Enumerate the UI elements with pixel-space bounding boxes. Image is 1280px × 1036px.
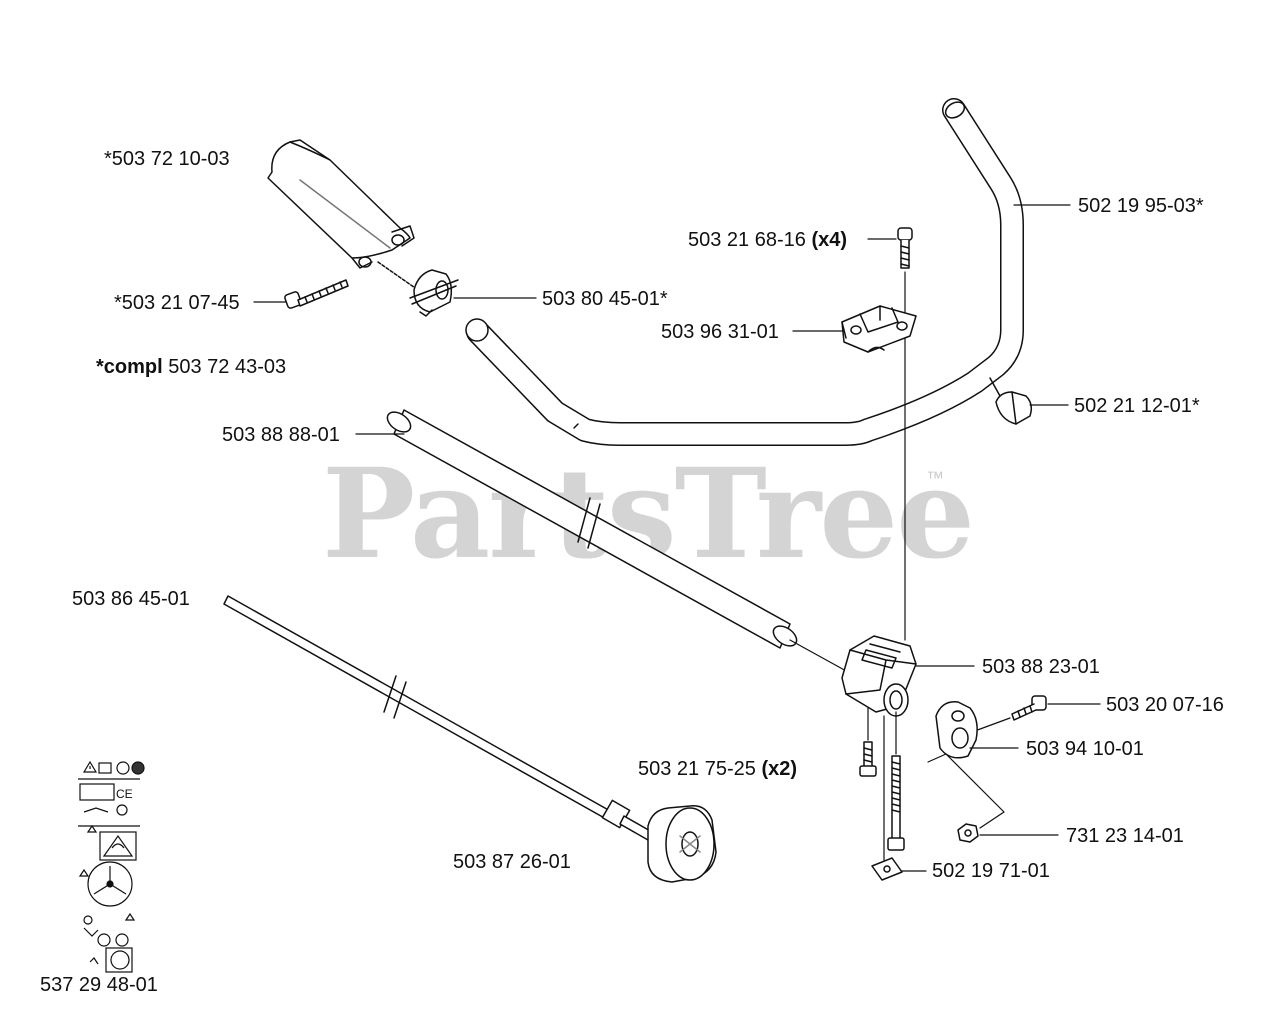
operator-distance-icon [83, 912, 136, 947]
loop-handle[interactable] [461, 98, 1024, 446]
label-square-nut: 502 19 71-01 [932, 860, 1050, 882]
label-handle-bracket: 503 96 31-01 [661, 321, 779, 343]
shaft-tube[interactable] [384, 408, 849, 673]
speed-icon [89, 947, 133, 973]
ce-mark-icon: CE [79, 783, 133, 816]
label-handle-kit: *compl 503 72 43-03 [96, 356, 286, 378]
label-bolt-side: 503 20 07-16 [1106, 694, 1224, 716]
label-decal-sheet: 537 29 48-01 [40, 974, 158, 996]
drive-shaft[interactable] [223, 595, 653, 841]
label-clamp: 503 80 45-01* [542, 288, 668, 310]
label-screw-long: *503 21 07-45 [114, 292, 240, 314]
square-nut[interactable] [871, 857, 903, 881]
svg-text:CE: CE [116, 787, 133, 801]
label-knob: 502 21 12-01* [1074, 395, 1200, 417]
label-screws-pair-qty: (x2) [761, 758, 798, 780]
label-shaft-tube: 503 88 88-01 [222, 424, 340, 446]
knob[interactable] [989, 377, 1033, 425]
bolt-side[interactable] [971, 695, 1047, 733]
safety-gear-icon [98, 761, 145, 775]
label-shaft-housing: 503 88 23-01 [982, 656, 1100, 678]
label-handle-kit-number: 503 72 43-03 [168, 356, 287, 378]
warning-triangle-icon [82, 760, 98, 773]
label-bolt-small-qty: (x4) [811, 229, 848, 251]
label-loop-handle: 502 19 95-03* [1078, 195, 1204, 217]
label-end-cap: 503 94 10-01 [1026, 738, 1144, 760]
label-handle-grip: *503 72 10-03 [104, 148, 230, 170]
blade-hazard-icon [86, 824, 137, 861]
label-drive-shaft: 503 86 45-01 [72, 588, 190, 610]
bolt-small[interactable] [897, 227, 913, 641]
handle-bracket[interactable] [841, 305, 917, 353]
label-screws-pair-number: 503 21 75-25 [638, 758, 756, 780]
label-bolt-small-number: 503 21 68-16 [688, 229, 806, 251]
clamp[interactable] [409, 269, 459, 317]
wheel-guard-disc[interactable] [647, 805, 717, 883]
shaft-housing[interactable] [841, 635, 917, 755]
screws-pair[interactable] [859, 715, 905, 861]
label-wheel-guard-disc: 503 87 26-01 [453, 851, 571, 873]
handle-grip[interactable] [267, 139, 419, 291]
label-bolt-small: 503 21 68-16 (x4) [688, 229, 847, 251]
screw-long[interactable] [284, 279, 349, 309]
rotation-diagram-icon [78, 861, 133, 907]
leader-lines [253, 204, 1101, 872]
label-hex-nut: 731 23 14-01 [1066, 825, 1184, 847]
end-cap[interactable] [935, 701, 978, 759]
label-screws-pair: 503 21 75-25 (x2) [638, 758, 797, 780]
watermark-trademark: ™ [926, 468, 944, 488]
decal-sheet[interactable]: CE [78, 760, 145, 973]
hex-nut[interactable] [927, 753, 1005, 843]
label-handle-kit-prefix: *compl [96, 356, 163, 378]
